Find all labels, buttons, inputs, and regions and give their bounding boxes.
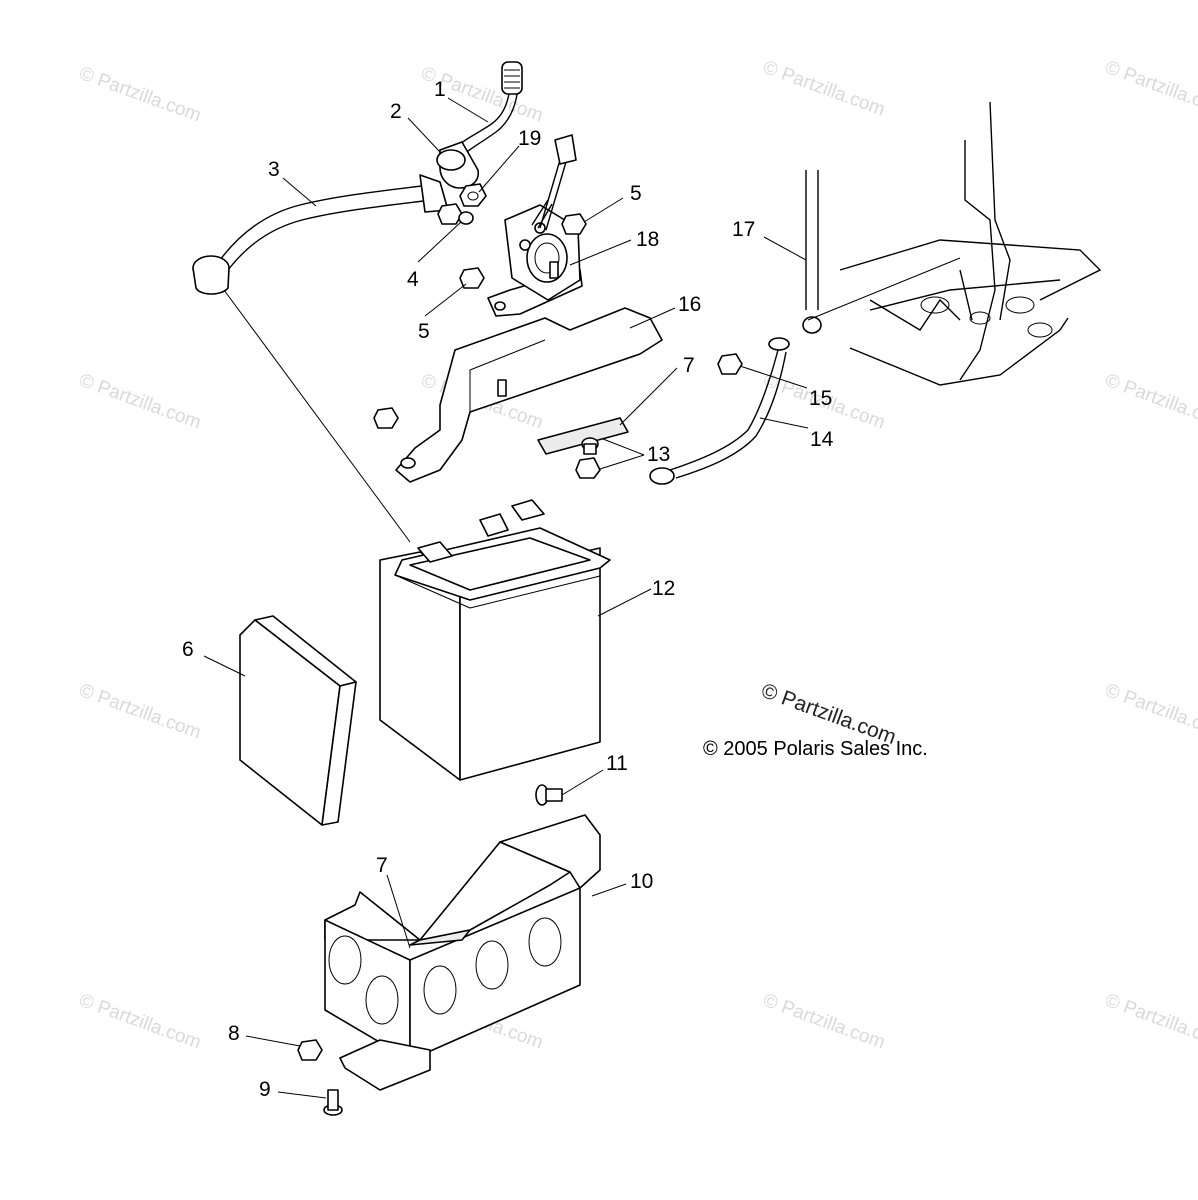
callout-15: 15 — [809, 387, 832, 410]
part-9-bolt — [323, 1089, 343, 1116]
part-7-pad-upper — [537, 417, 629, 455]
watermark: © Partzilla.com — [1102, 370, 1198, 434]
watermark: © Partzilla.com — [76, 990, 203, 1054]
callout-14: 14 — [810, 428, 834, 451]
part-10-battery-box — [324, 814, 601, 1091]
callout-7-lower: 7 — [376, 854, 388, 877]
frame-assembly — [839, 101, 1102, 386]
callout-labels: 1 2 3 19 5 4 18 5 16 7 17 15 14 13 12 6 … — [182, 78, 834, 1101]
watermark: © Partzilla.com — [76, 370, 203, 434]
part-16-bracket — [395, 261, 663, 483]
part-15-nut — [717, 353, 743, 375]
callout-18: 18 — [636, 228, 659, 251]
callout-8: 8 — [228, 1022, 240, 1045]
part-14-ground-cable — [649, 337, 790, 485]
callout-9: 9 — [259, 1078, 271, 1101]
part-17-cable — [802, 170, 822, 334]
watermarks: © Partzilla.com © Partzilla.com © Partzi… — [76, 57, 1198, 1054]
callout-11: 11 — [606, 752, 628, 775]
part-11-bolt — [535, 784, 563, 806]
callout-6: 6 — [182, 638, 194, 661]
watermark: © Partzilla.com — [760, 57, 887, 121]
part-5-nut-bottom — [459, 267, 485, 289]
callout-16: 16 — [678, 293, 701, 316]
part-1-cable — [454, 61, 523, 157]
part-12-battery — [379, 499, 611, 781]
part-7-pad-lower — [409, 929, 471, 946]
callout-10: 10 — [630, 870, 653, 893]
part-13-hardware — [575, 437, 601, 479]
watermark: © Partzilla.com — [1102, 680, 1198, 744]
watermark: © Partzilla.com — [76, 680, 203, 744]
watermark: © Partzilla.com — [760, 990, 887, 1054]
callout-17: 17 — [732, 218, 755, 241]
part-6-pad — [239, 615, 357, 826]
callout-12: 12 — [652, 577, 675, 600]
part-4-nut-washer — [437, 203, 474, 225]
watermark: © Partzilla.com — [1102, 57, 1198, 121]
callout-7-upper: 7 — [683, 354, 695, 377]
bracket-nut — [373, 407, 399, 429]
watermark: © Partzilla.com — [1102, 990, 1198, 1054]
callout-2: 2 — [390, 100, 402, 123]
part-2-boot — [436, 141, 480, 189]
leader-lines — [203, 97, 961, 1099]
copyright-notice: © 2005 Polaris Sales Inc. — [703, 738, 928, 760]
callout-13: 13 — [647, 443, 670, 466]
part-8-nut — [297, 1039, 323, 1061]
callout-4: 4 — [407, 268, 419, 291]
callout-3: 3 — [268, 158, 280, 181]
part-5-nut-top — [561, 213, 587, 235]
callout-5-bottom: 5 — [418, 320, 430, 343]
watermark: © Partzilla.com — [76, 63, 203, 127]
part-19-nut — [459, 183, 487, 207]
callout-19: 19 — [518, 127, 541, 150]
callout-1: 1 — [434, 78, 446, 101]
callout-5-top: 5 — [630, 182, 642, 205]
part-18-solenoid — [487, 134, 583, 317]
part-3-cable — [192, 174, 449, 295]
